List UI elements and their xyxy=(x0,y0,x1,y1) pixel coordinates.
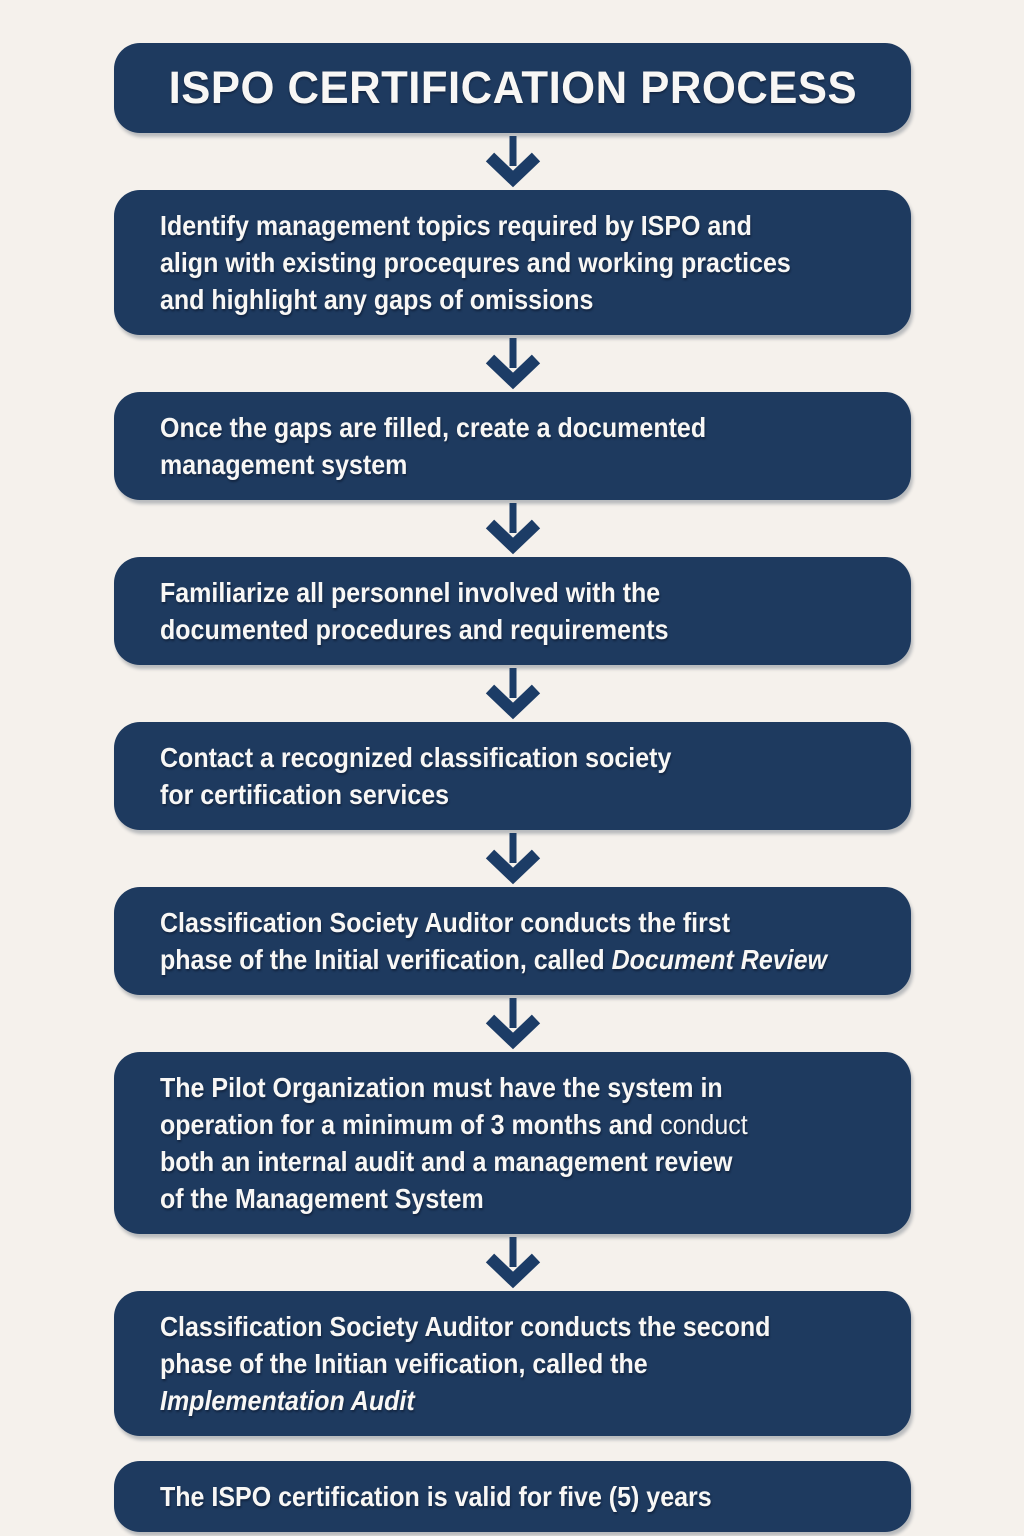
flowchart: ISPO CERTIFICATION PROCESS Identify mana… xyxy=(114,43,911,1532)
step-text-line: and highlight any gaps of omissions xyxy=(160,281,895,318)
step-text: Contact a recognized classification soci… xyxy=(160,739,895,813)
step-text-segment: management system xyxy=(160,449,408,480)
down-arrow-icon xyxy=(485,832,540,884)
step-text-line: align with existing procequres and worki… xyxy=(160,244,895,281)
step-text-segment: phase of the Initian veification, called… xyxy=(160,1348,648,1379)
title-box: ISPO CERTIFICATION PROCESS xyxy=(114,43,911,133)
step-text-line: both an internal audit and a management … xyxy=(160,1143,895,1180)
step-text: Classification Society Auditor conducts … xyxy=(160,904,895,978)
step-text-line: Familiarize all personnel involved with … xyxy=(160,574,895,611)
step-text-segment: Classification Society Auditor conducts … xyxy=(160,907,731,938)
step-text-line: The ISPO certification is valid for five… xyxy=(160,1478,895,1515)
flow-connector xyxy=(114,1234,911,1291)
step-text-segment: The Pilot Organization must have the sys… xyxy=(160,1072,723,1103)
step-text-line: management system xyxy=(160,446,895,483)
flow-connector xyxy=(114,500,911,557)
step-text: The Pilot Organization must have the sys… xyxy=(160,1069,895,1217)
step-text-segment: of the Management System xyxy=(160,1183,484,1214)
step-document-review: Classification Society Auditor conducts … xyxy=(114,887,911,995)
step-validity: The ISPO certification is valid for five… xyxy=(114,1461,911,1532)
step-text: The ISPO certification is valid for five… xyxy=(160,1478,895,1515)
flow-connector xyxy=(114,133,911,190)
flow-connector xyxy=(114,665,911,722)
step-text: Classification Society Auditor conducts … xyxy=(160,1308,895,1419)
step-text-segment: Implementation Audit xyxy=(160,1385,415,1416)
flow-connector xyxy=(114,995,911,1052)
step-text-segment: Contact a recognized classification soci… xyxy=(160,742,672,773)
step-text-line: Identify management topics required by I… xyxy=(160,207,895,244)
step-text-line: for certification services xyxy=(160,776,895,813)
down-arrow-icon xyxy=(485,667,540,719)
step-text-line: Contact a recognized classification soci… xyxy=(160,739,895,776)
flow-connector xyxy=(114,335,911,392)
down-arrow-icon xyxy=(485,997,540,1049)
step-text-segment: The ISPO certification is valid for five… xyxy=(160,1481,712,1512)
flow-steps: Identify management topics required by I… xyxy=(114,133,911,1532)
page-title: ISPO CERTIFICATION PROCESS xyxy=(168,62,857,113)
down-arrow-icon xyxy=(485,1236,540,1288)
step-text-line: phase of the Initian veification, called… xyxy=(160,1345,895,1382)
step-text: Familiarize all personnel involved with … xyxy=(160,574,895,648)
step-text-line: Once the gaps are filled, create a docum… xyxy=(160,409,895,446)
step-text-segment: both an internal audit and a management … xyxy=(160,1146,733,1177)
step-text-segment: for certification services xyxy=(160,779,450,810)
step-text-line: Classification Society Auditor conducts … xyxy=(160,904,895,941)
step-text: Identify management topics required by I… xyxy=(160,207,895,318)
step-text-line: operation for a minimum of 3 months and … xyxy=(160,1106,895,1143)
step-text-segment: and highlight any gaps of omissions xyxy=(160,284,594,315)
step-text-line: Classification Society Auditor conducts … xyxy=(160,1308,895,1345)
step-text-segment: align with existing procequres and worki… xyxy=(160,247,791,278)
down-arrow-icon xyxy=(485,337,540,389)
step-text-line: Implementation Audit xyxy=(160,1382,895,1419)
step-implementation-audit: Classification Society Auditor conducts … xyxy=(114,1291,911,1436)
down-arrow-icon xyxy=(485,502,540,554)
step-identify-gaps: Identify management topics required by I… xyxy=(114,190,911,335)
down-arrow-icon xyxy=(485,135,540,187)
step-text: Once the gaps are filled, create a docum… xyxy=(160,409,895,483)
step-text-line: documented procedures and requirements xyxy=(160,611,895,648)
step-documented-system: Once the gaps are filled, create a docum… xyxy=(114,392,911,500)
step-text-line: The Pilot Organization must have the sys… xyxy=(160,1069,895,1106)
flow-connector xyxy=(114,830,911,887)
step-text-segment: Identify management topics required by I… xyxy=(160,210,752,241)
step-text-line: phase of the Initial verification, calle… xyxy=(160,941,895,978)
step-text-segment: phase of the Initial verification, calle… xyxy=(160,944,612,975)
step-text-segment: Classification Society Auditor conducts … xyxy=(160,1311,771,1342)
step-text-line: of the Management System xyxy=(160,1180,895,1217)
step-text-segment: operation for a minimum of 3 months and xyxy=(160,1109,661,1140)
step-familiarize-personnel: Familiarize all personnel involved with … xyxy=(114,557,911,665)
step-text-segment: Familiarize all personnel involved with … xyxy=(160,577,661,608)
step-contact-society: Contact a recognized classification soci… xyxy=(114,722,911,830)
step-text-segment: conduct xyxy=(660,1109,748,1140)
step-text-segment: documented procedures and requirements xyxy=(160,614,669,645)
step-text-segment: Once the gaps are filled, create a docum… xyxy=(160,412,707,443)
step-text-segment: Document Review xyxy=(611,944,827,975)
flow-spacer xyxy=(114,1436,911,1461)
step-pilot-operation: The Pilot Organization must have the sys… xyxy=(114,1052,911,1234)
